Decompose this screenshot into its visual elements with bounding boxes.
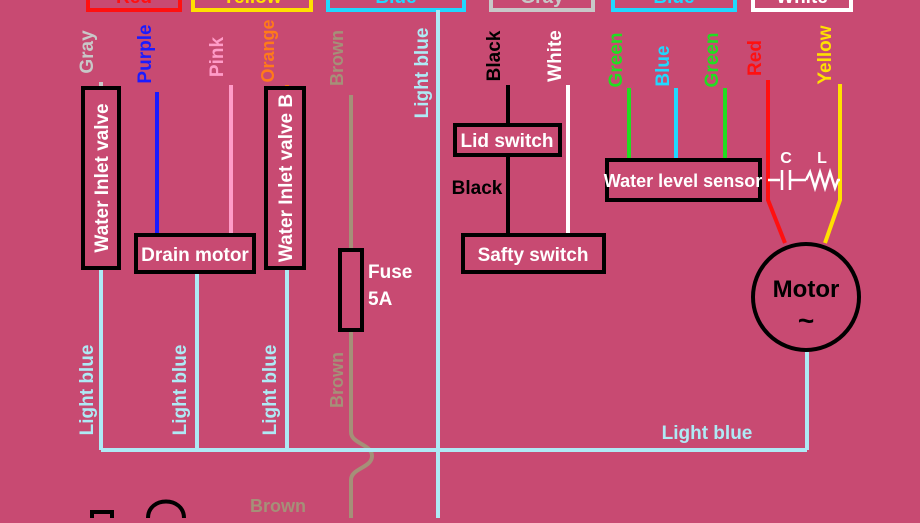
lid-switch-label: Lid switch bbox=[461, 131, 554, 152]
connector-yellow-label: Yellow bbox=[222, 0, 281, 8]
label-gray: Gray bbox=[77, 30, 98, 74]
wire-red bbox=[766, 80, 787, 244]
label-brown-bottom: Brown bbox=[250, 496, 306, 516]
fuse-box bbox=[338, 248, 364, 332]
safty-switch-label: Safty switch bbox=[478, 245, 589, 266]
label-orange: Orange bbox=[258, 19, 278, 82]
label-light-blue-main: Light blue bbox=[412, 28, 433, 119]
lid-switch-box bbox=[453, 123, 562, 157]
motor-circle bbox=[751, 242, 861, 352]
motor-label: Motor bbox=[773, 276, 840, 303]
inductor-label: L bbox=[817, 150, 827, 167]
fuse-rating-label: 5A bbox=[368, 289, 393, 310]
wire-yellow bbox=[823, 84, 842, 244]
connector-white-label: White bbox=[776, 0, 828, 8]
water-inlet-valve-box bbox=[81, 86, 121, 270]
label-white: White bbox=[545, 30, 566, 82]
water-level-sensor-label: Water level sensor bbox=[604, 171, 762, 191]
connector-blue-2: Blue bbox=[611, 0, 737, 12]
label-black-top: Black bbox=[484, 30, 505, 81]
wire-brown-bottom bbox=[349, 330, 375, 518]
water-inlet-valve-label: Water Inlet valve bbox=[92, 103, 113, 252]
water-level-sensor-box bbox=[605, 158, 762, 202]
label-light-blue-3: Light blue bbox=[260, 345, 281, 436]
connector-red-label: Red bbox=[116, 0, 152, 8]
safty-switch-box bbox=[461, 233, 606, 274]
connector-gray: Gray bbox=[489, 0, 595, 12]
fuse-name-label: Fuse bbox=[368, 262, 412, 283]
label-black-mid: Black bbox=[452, 178, 503, 199]
label-pink: Pink bbox=[207, 37, 228, 78]
label-green-1: Green bbox=[606, 33, 627, 88]
inductor-coil bbox=[804, 167, 840, 193]
label-yellow: Yellow bbox=[815, 25, 836, 84]
water-inlet-valve-b-label: Water Inlet valve B bbox=[276, 94, 297, 262]
connector-blue-1: Blue bbox=[326, 0, 466, 12]
capacitor-label: C bbox=[780, 150, 792, 167]
motor-symbol: ~ bbox=[798, 305, 814, 336]
label-blue: Blue bbox=[653, 45, 674, 86]
connector-blue-2-label: Blue bbox=[653, 0, 694, 8]
water-inlet-valve-b-box bbox=[264, 86, 306, 270]
label-light-blue-2: Light blue bbox=[170, 345, 191, 436]
label-light-blue-1: Light blue bbox=[77, 345, 98, 436]
drain-motor-box bbox=[134, 233, 256, 274]
label-purple: Purple bbox=[135, 24, 156, 83]
label-green-2: Green bbox=[702, 33, 723, 88]
connector-yellow: Yellow bbox=[191, 0, 313, 12]
cap-inductor bbox=[768, 167, 840, 193]
drain-motor-label: Drain motor bbox=[141, 245, 249, 266]
connector-white: White bbox=[751, 0, 853, 12]
connector-red: Red bbox=[86, 0, 182, 12]
wires bbox=[99, 10, 842, 518]
label-red: Red bbox=[745, 40, 766, 76]
label-brown-top: Brown bbox=[327, 30, 347, 86]
label-brown-mid: Brown bbox=[327, 352, 347, 408]
label-light-blue-bottom: Light blue bbox=[662, 423, 753, 444]
connector-blue-1-label: Blue bbox=[375, 0, 416, 8]
connector-gray-label: Gray bbox=[520, 0, 564, 8]
